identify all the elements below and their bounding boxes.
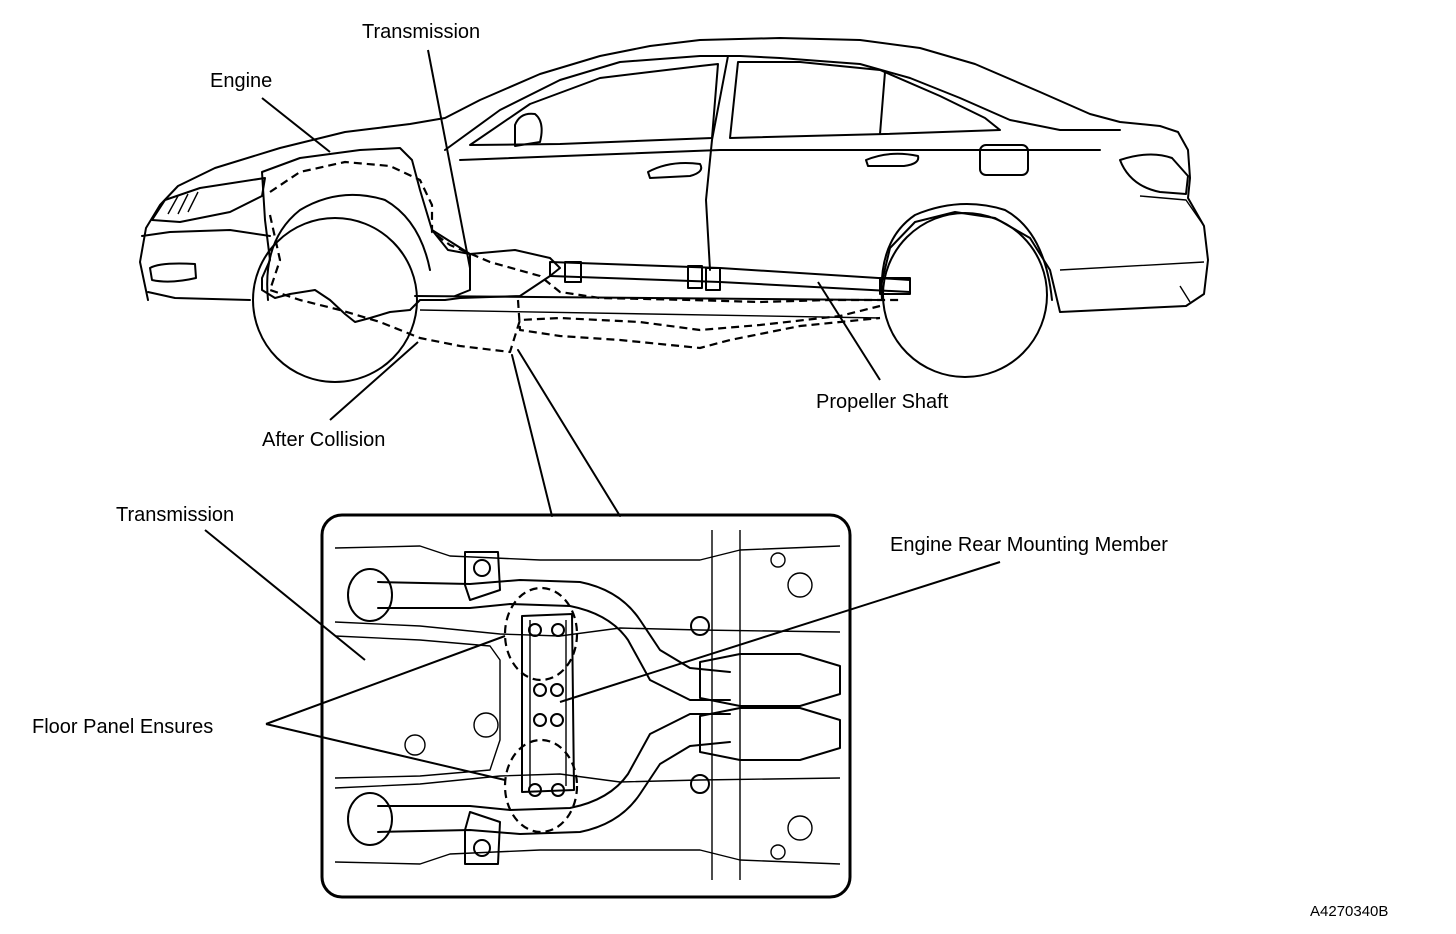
leader-transmission-detail xyxy=(204,529,366,661)
u-joint-center-a xyxy=(687,265,703,289)
label-floor-panel-ensures: Floor Panel Ensures xyxy=(32,716,213,738)
rear-door-handle xyxy=(865,152,920,167)
leader-engine-rear-mounting-member xyxy=(559,561,1001,703)
bracket-bottom-bolt xyxy=(473,839,491,857)
side-mirror xyxy=(514,112,543,147)
roofline xyxy=(444,55,1121,151)
catalytic-converter-upper xyxy=(699,653,841,707)
tail-light xyxy=(1119,153,1189,195)
belt-line xyxy=(459,149,1101,161)
tunnel-upper xyxy=(334,621,841,637)
front-wheel xyxy=(252,217,418,383)
bracket-top xyxy=(464,551,501,601)
member-bolt-8 xyxy=(551,783,565,797)
floor-hole-1 xyxy=(770,552,786,568)
label-transmission-top: Transmission xyxy=(362,21,480,43)
front-wheel-arch xyxy=(266,193,431,301)
exhaust-pipe-lower-b xyxy=(377,713,731,811)
lower-rail xyxy=(334,849,841,865)
member-bolt-2 xyxy=(551,623,565,637)
member-bolt-1 xyxy=(528,623,542,637)
after-collision-outline xyxy=(268,160,900,354)
leader-floor-panel-lower xyxy=(265,723,506,781)
bracket-bottom xyxy=(464,811,501,865)
leader-lines xyxy=(204,49,1001,781)
floor-panel-circle-lower xyxy=(503,738,579,834)
exhaust-pipe-upper-b xyxy=(377,603,731,701)
engine-rear-mounting-member xyxy=(521,613,575,793)
leader-engine xyxy=(261,97,331,153)
u-joint-center-b xyxy=(705,267,721,291)
collision-dashed-lower xyxy=(268,214,881,354)
transmission-body xyxy=(431,229,471,297)
label-transmission-detail: Transmission xyxy=(116,504,234,526)
upper-rail xyxy=(334,545,841,561)
headlight xyxy=(151,177,266,223)
member-bolt-3 xyxy=(533,683,547,697)
label-after-collision: After Collision xyxy=(262,429,385,451)
pipe-flange-upper xyxy=(347,568,393,622)
exhaust-pipe-upper xyxy=(377,579,731,673)
car-side-view xyxy=(139,37,1209,383)
catalytic-converter-lower xyxy=(699,707,841,761)
detail-frame xyxy=(320,513,852,899)
floor-hole-2 xyxy=(787,572,813,598)
front-door-handle xyxy=(647,162,703,179)
front-window xyxy=(469,63,719,146)
u-joint-front xyxy=(564,261,582,283)
front-bumper xyxy=(141,229,271,301)
transmission-housing xyxy=(334,635,501,779)
fog-light xyxy=(149,262,197,283)
rear-bumper-line xyxy=(1059,261,1205,303)
detail-callout-wedge xyxy=(511,349,621,517)
leader-transmission-top xyxy=(427,49,471,269)
bolt-right-upper xyxy=(690,616,710,636)
housing-hole xyxy=(473,712,499,738)
pipe-flange-lower xyxy=(347,792,393,846)
bracket-top-bolt xyxy=(473,559,491,577)
rear-window xyxy=(729,61,1001,139)
fuel-door xyxy=(979,144,1029,176)
shaft-tube xyxy=(549,261,911,293)
floor-hole-4 xyxy=(770,844,786,860)
label-engine: Engine xyxy=(210,70,272,92)
front-door-line xyxy=(705,55,729,271)
collision-dashed-path xyxy=(269,160,900,304)
headlight-detail xyxy=(167,191,199,215)
rear-wheel-arch xyxy=(880,203,1053,301)
car-body-outline xyxy=(139,37,1209,313)
collision-dashed-member xyxy=(516,299,881,350)
member-bolt-5 xyxy=(533,713,547,727)
exhaust-pipe-lower xyxy=(377,741,731,835)
floor-panel-circle-upper xyxy=(503,586,579,682)
engine-transmission-outline xyxy=(261,147,561,323)
member-bolt-7 xyxy=(528,783,542,797)
label-engine-rear-mounting-member: Engine Rear Mounting Member xyxy=(890,534,1168,556)
tunnel-lower xyxy=(334,773,841,789)
housing-hole-2 xyxy=(404,734,426,756)
rocker-lower xyxy=(419,309,881,319)
engine-outline xyxy=(261,147,561,323)
member-bolt-4 xyxy=(550,683,564,697)
floor-hole-3 xyxy=(787,815,813,841)
trunk-lip xyxy=(1139,195,1205,227)
bolt-right-lower xyxy=(690,774,710,794)
figure-code: A4270340B xyxy=(1310,903,1388,920)
leader-floor-panel-upper xyxy=(265,635,506,725)
pillar-line xyxy=(879,71,886,135)
underbody-detail xyxy=(320,349,852,899)
label-propeller-shaft: Propeller Shaft xyxy=(816,391,949,413)
leader-after-collision xyxy=(329,341,419,421)
shaft-rear-flange xyxy=(879,277,911,295)
leader-propeller-shaft xyxy=(817,281,881,381)
propeller-shaft xyxy=(549,261,911,295)
member-bolt-6 xyxy=(550,713,564,727)
